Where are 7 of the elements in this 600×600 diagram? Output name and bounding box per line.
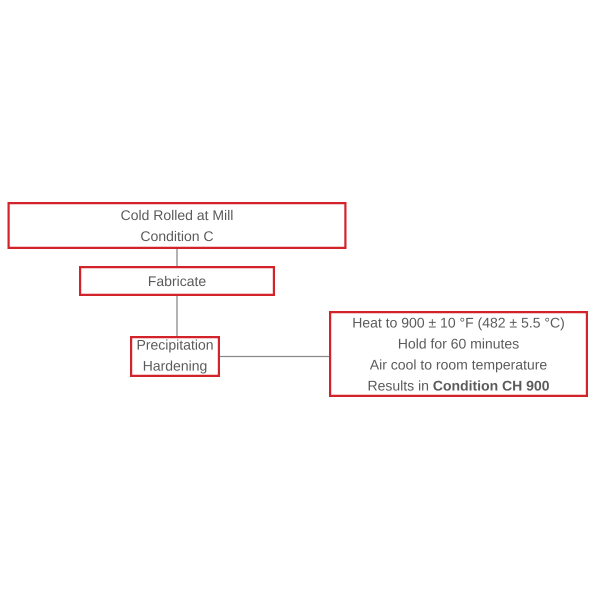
process-box: Heat to 900 ± 10 °F (482 ± 5.5 °C) Hold for 60 minutes Air cool to room temperature Results in Condition CH 900 (329, 311, 588, 398)
connector-line (176, 249, 178, 266)
connector-line (220, 356, 329, 358)
process-box: Fabricate (79, 266, 275, 296)
connector-line (176, 296, 178, 336)
process-box: Precipitation Hardening (130, 336, 220, 377)
process-box: Cold Rolled at Mill Condition C (8, 202, 346, 249)
